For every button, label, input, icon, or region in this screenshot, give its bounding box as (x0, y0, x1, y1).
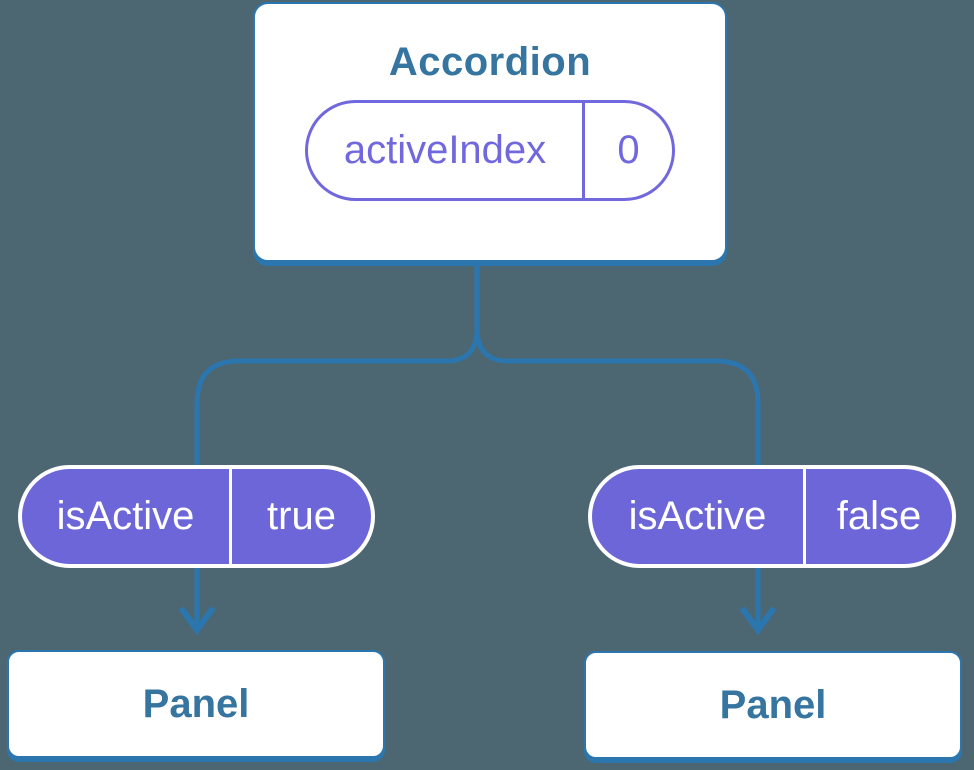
prop-name: isActive (628, 494, 767, 538)
accordion-node-card: Accordion activeIndex 0 (253, 2, 727, 262)
connector-right-branch (474, 258, 761, 627)
state-pill: activeIndex 0 (305, 100, 675, 201)
prop-pill-right: isActive false (588, 465, 956, 568)
accordion-node-title: Accordion (388, 40, 592, 84)
pill-divider (582, 103, 585, 198)
arrow-down-icon (739, 606, 777, 636)
pill-divider (229, 469, 232, 564)
prop-value: true (267, 494, 336, 538)
prop-value: false (836, 494, 922, 538)
prop-pill-left: isActive true (18, 465, 375, 568)
panel-node-card-right: Panel (584, 651, 962, 759)
panel-node-title: Panel (719, 682, 827, 727)
pill-divider (803, 469, 806, 564)
connector-left-branch (194, 258, 480, 627)
arrow-down-icon (178, 606, 216, 636)
state-name: activeIndex (343, 128, 547, 172)
panel-node-card-left: Panel (7, 650, 385, 758)
panel-node-title: Panel (142, 681, 250, 726)
prop-name: isActive (56, 494, 195, 538)
state-value: 0 (617, 128, 640, 172)
